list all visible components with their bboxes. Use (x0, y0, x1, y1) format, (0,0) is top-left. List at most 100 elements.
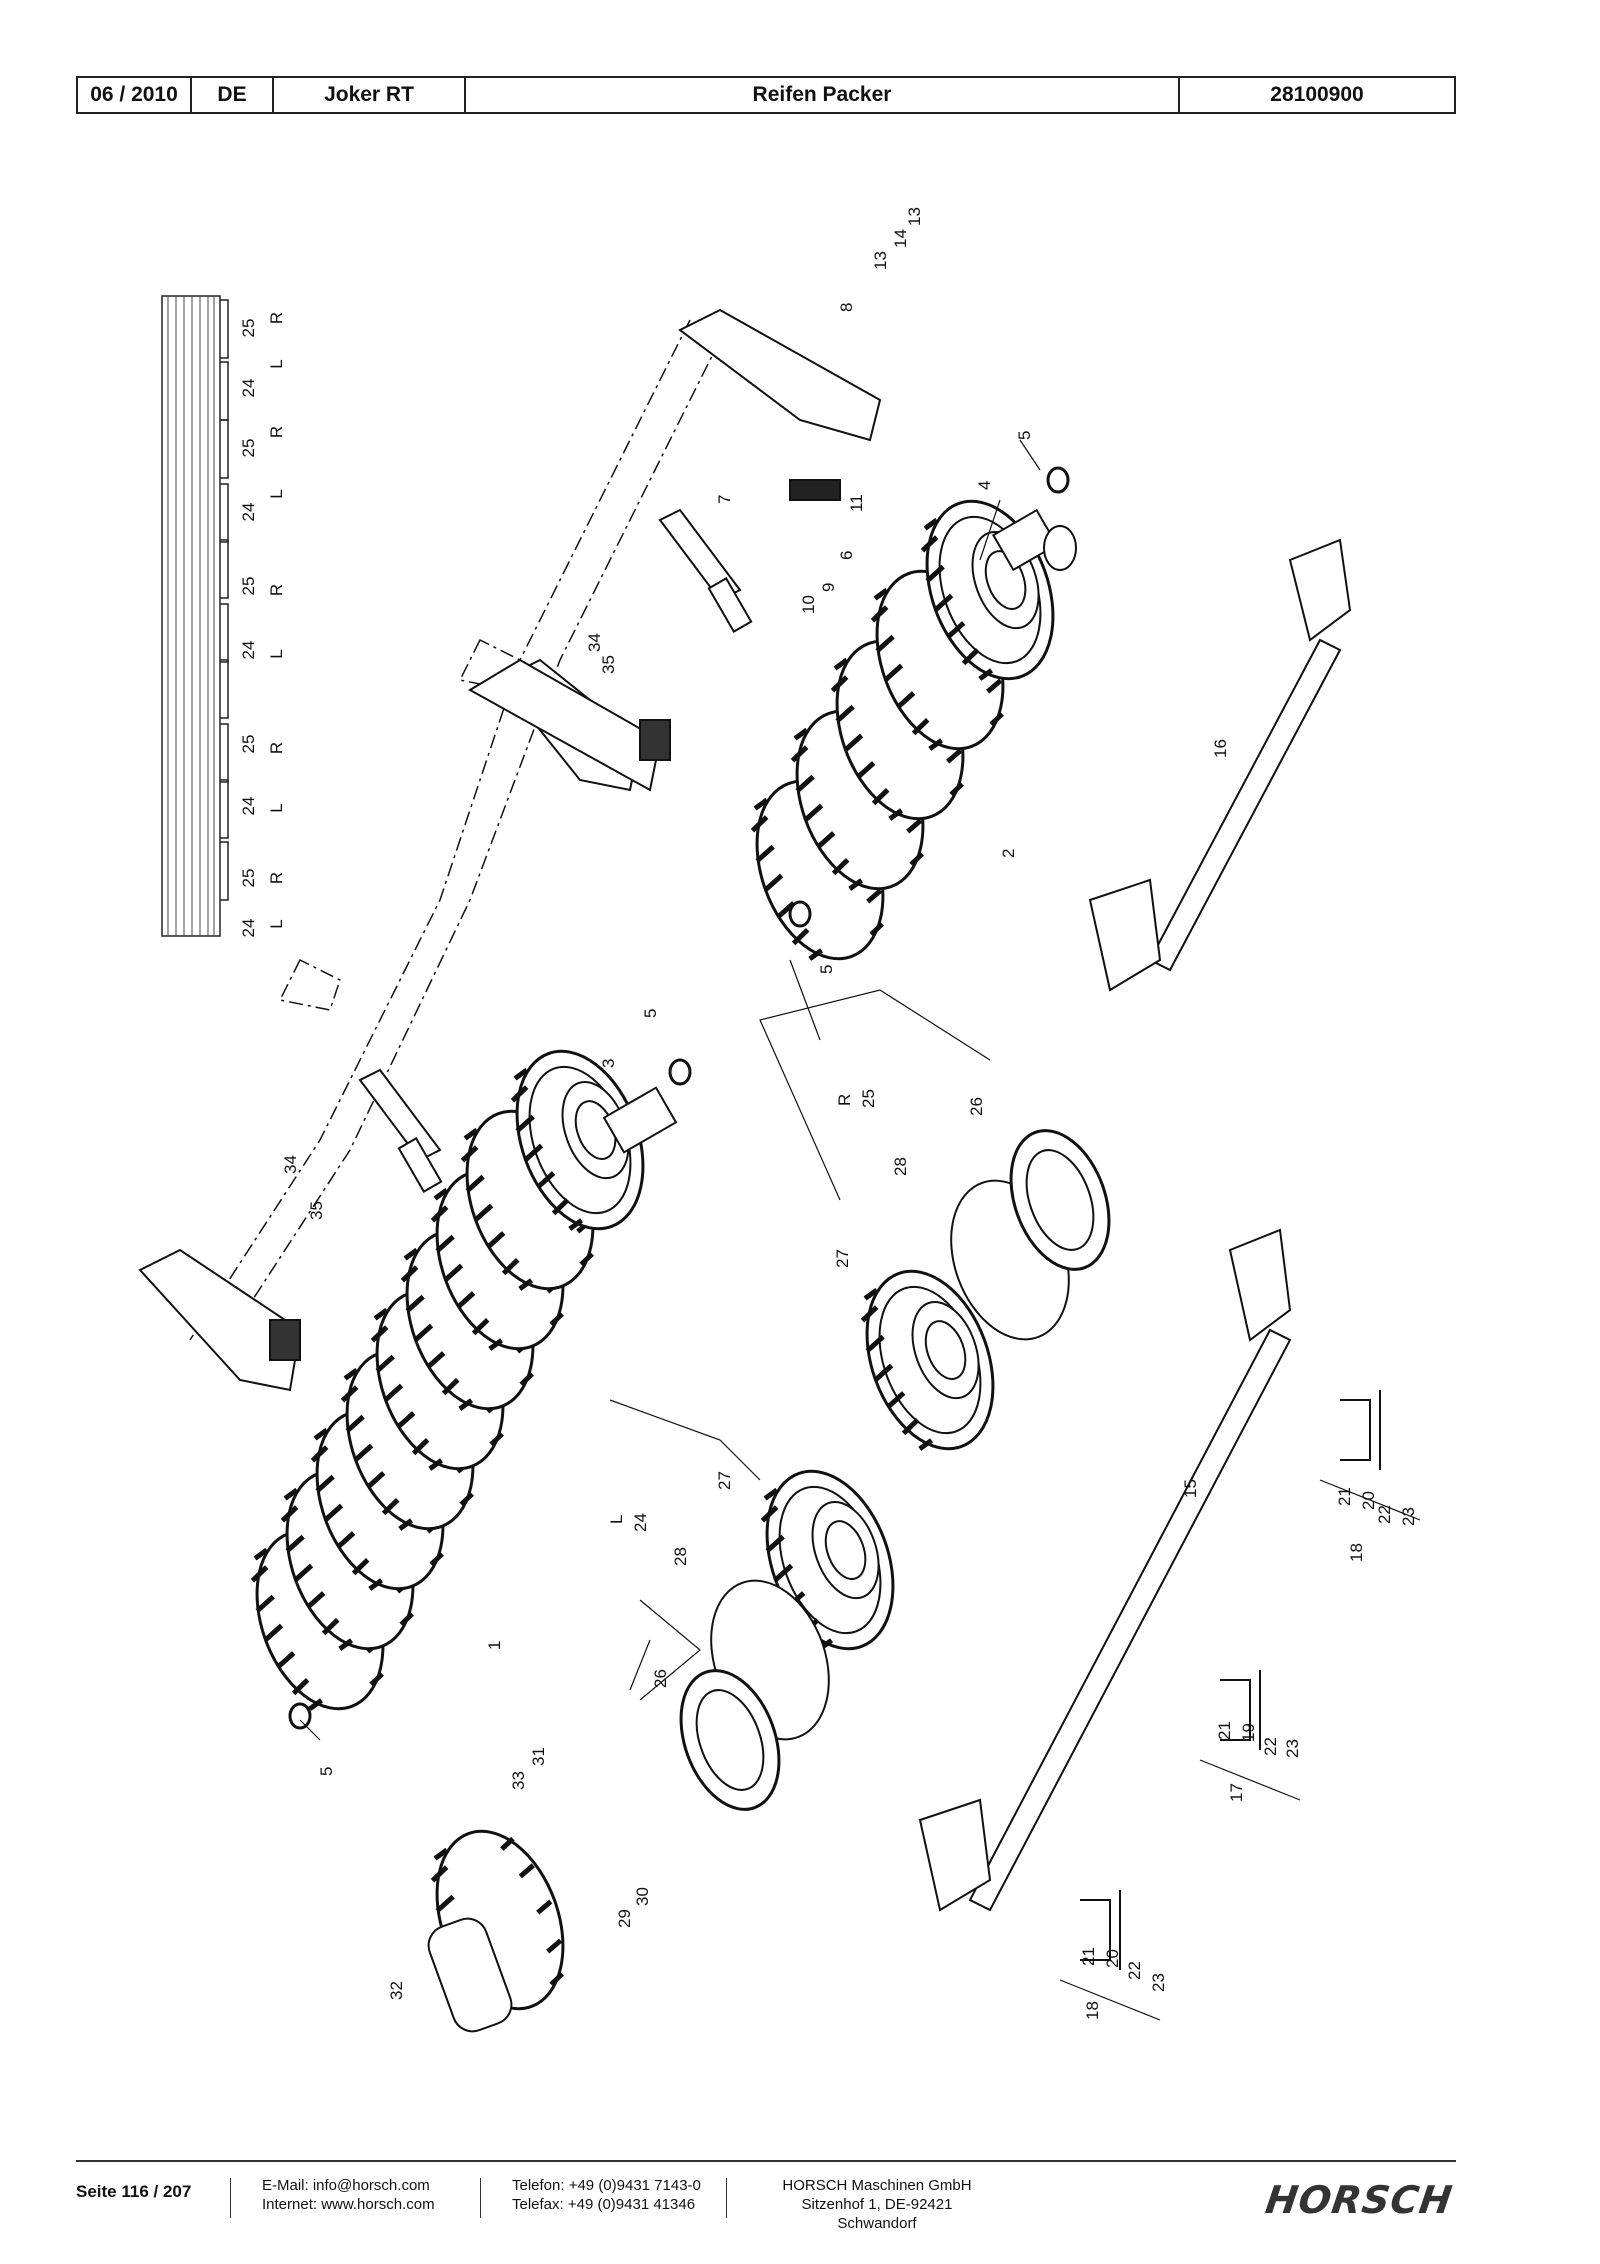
footer-company: HORSCH Maschinen GmbH Sitzenhof 1, DE-92… (762, 2176, 992, 2233)
legend-side-5: R (267, 584, 286, 596)
callout-5b: 5 (817, 965, 836, 974)
callout-8: 8 (837, 303, 856, 312)
legend-size-7: 25 (239, 735, 258, 754)
footer-company-name: HORSCH Maschinen GmbH (782, 2177, 972, 2194)
callout-5c: 5 (641, 1009, 660, 1018)
legend-size-2: 24 (239, 379, 258, 398)
callout-23c: 23 (1149, 1973, 1168, 1992)
legend-side-3: R (267, 426, 286, 438)
callouts: 1 2 3 4 5 5 5 5 6 7 8 9 10 11 13 13 14 1… (281, 207, 1418, 2020)
callout-17: 17 (1227, 1783, 1246, 1802)
callout-27b: 27 (715, 1471, 734, 1490)
callout-18a: 18 (1347, 1543, 1366, 1562)
hydraulic-cylinder-lower (358, 1068, 443, 1194)
callout-21b: 21 (1215, 1721, 1234, 1740)
page-number: Seite 116 / 207 (76, 2182, 192, 2201)
legend-side-6: L (267, 803, 286, 812)
exploded-wheel-left (679, 1454, 916, 1811)
frame-brackets (138, 308, 882, 1392)
legend-side-2: L (267, 489, 286, 498)
tire-roller-lower (234, 1034, 692, 1730)
header-date: 06 / 2010 (78, 78, 192, 112)
callout-19: 19 (1239, 1723, 1258, 1742)
header-table: 06 / 2010 DE Joker RT Reifen Packer 2810… (76, 76, 1456, 114)
callout-35b: 35 (307, 1201, 326, 1220)
callout-21c: 21 (1079, 1947, 1098, 1966)
callout-26a: 26 (967, 1097, 986, 1116)
callout-23b: 23 (1283, 1739, 1302, 1758)
callout-30: 30 (633, 1887, 652, 1906)
frame-assembly (189, 319, 721, 1351)
footer-fax: Telefax: +49 (0)9431 41346 (512, 2196, 696, 2213)
legend-side-9: R (267, 872, 286, 884)
callout-4: 4 (975, 481, 994, 490)
legend-size-6: 24 (239, 641, 258, 660)
header-machine: Joker RT (274, 78, 466, 112)
legend-grid: 25 24 25 24 25 24 25 24 25 24 R L R L R … (161, 295, 286, 938)
callout-22c: 22 (1125, 1961, 1144, 1980)
header-part-number: 28100900 (1270, 83, 1364, 106)
callout-29: 29 (615, 1909, 634, 1928)
footer-separator (230, 2178, 231, 2218)
header-language: DE (192, 78, 274, 112)
callout-5a: 5 (1015, 431, 1034, 440)
footer-contact-web: E-Mail: info@horsch.com Internet: www.ho… (262, 2176, 435, 2214)
callout-34b: 34 (281, 1155, 300, 1174)
footer-contact-phone: Telefon: +49 (0)9431 7143-0 Telefax: +49… (512, 2176, 701, 2214)
footer-phone: Telefon: +49 (0)9431 7143-0 (512, 2177, 701, 2194)
callout-7: 7 (715, 495, 734, 504)
scraper-lower (918, 1228, 1292, 1912)
callout-28b: 28 (671, 1547, 690, 1566)
callout-20b: 20 (1103, 1949, 1122, 1968)
callout-34a: 34 (585, 633, 604, 652)
footer-email: E-Mail: info@horsch.com (262, 2177, 430, 2194)
clamp-brackets (1080, 1390, 1381, 1970)
legend-side-7: R (267, 742, 286, 754)
callout-13b: 13 (905, 207, 924, 226)
callout-20a: 20 (1359, 1491, 1378, 1510)
callout-3: 3 (599, 1059, 618, 1068)
group-label-r-side: R (835, 1094, 854, 1106)
legend-size-8: 24 (239, 797, 258, 816)
scraper-upper (1088, 538, 1352, 992)
support-wheel (414, 1814, 586, 2033)
callout-21a: 21 (1335, 1487, 1354, 1506)
legend-size-3: 25 (239, 439, 258, 458)
callout-22b: 22 (1261, 1737, 1280, 1756)
callout-23a: 23 (1399, 1507, 1418, 1526)
callout-27a: 27 (833, 1249, 852, 1268)
callout-9: 9 (819, 583, 838, 592)
callout-5d: 5 (317, 1767, 336, 1776)
callout-15: 15 (1181, 1479, 1200, 1498)
horsch-logo: HORSCH (1262, 2178, 1456, 2222)
footer-separator (726, 2178, 727, 2218)
hydraulic-cylinder-upper (658, 508, 753, 634)
legend-side-4: L (267, 649, 286, 658)
group-label-l-side: L (607, 1515, 626, 1524)
callout-22a: 22 (1375, 1505, 1394, 1524)
legend-size-0: 24 (239, 919, 258, 938)
footer-internet: Internet: www.horsch.com (262, 2196, 435, 2213)
group-label-l-size: 24 (631, 1513, 650, 1532)
legend-size-1: 25 (239, 319, 258, 338)
legend-size-9: 25 (239, 869, 258, 888)
callout-10: 10 (799, 595, 818, 614)
legend-size-5: 25 (239, 577, 258, 596)
footer-address: Sitzenhof 1, DE-92421 Schwandorf (801, 2196, 953, 2232)
group-label-r-size: 25 (859, 1089, 878, 1108)
footer-divider (76, 2160, 1456, 2162)
legend-side-0: L (267, 359, 286, 368)
callout-18b: 18 (1083, 2001, 1102, 2020)
callout-2: 2 (999, 849, 1018, 858)
callout-35a: 35 (599, 655, 618, 674)
legend-side-8: L (267, 919, 286, 928)
footer: Seite 116 / 207 E-Mail: info@horsch.com … (76, 2176, 1456, 2232)
callout-31: 31 (529, 1747, 548, 1766)
callout-14: 14 (891, 229, 910, 248)
callout-33: 33 (509, 1771, 528, 1790)
footer-separator (480, 2178, 481, 2218)
leader-lines (299, 439, 1421, 2021)
callout-16: 16 (1211, 739, 1230, 758)
legend-size-4: 24 (239, 503, 258, 522)
